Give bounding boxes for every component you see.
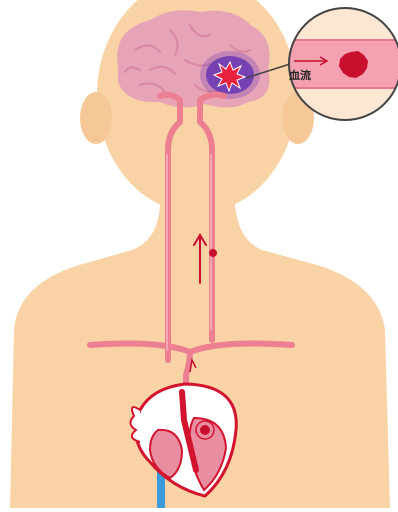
left-ear bbox=[80, 92, 112, 144]
brain bbox=[117, 10, 269, 107]
blood-flow-label: 血流 bbox=[289, 67, 329, 83]
embolus-in-artery bbox=[209, 249, 217, 257]
heart-lobes bbox=[130, 407, 140, 442]
atrial-clot bbox=[200, 425, 210, 435]
